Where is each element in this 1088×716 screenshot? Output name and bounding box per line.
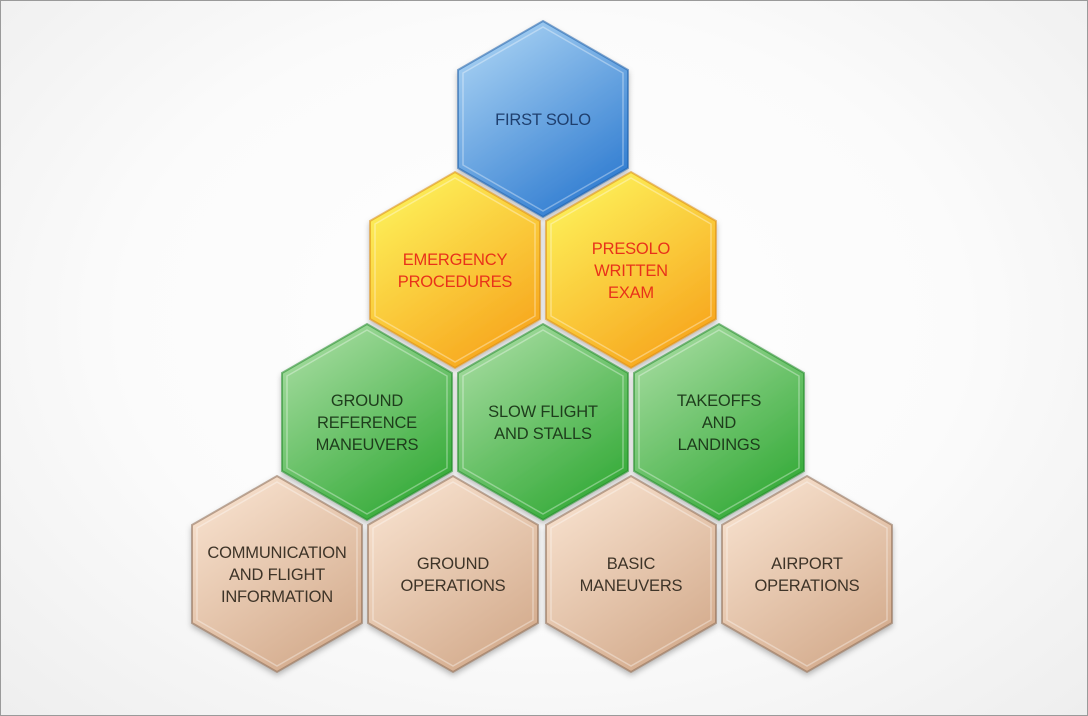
hexagon-highlight: [372, 481, 534, 667]
hexagon-label-line: AIRPORT: [771, 555, 843, 573]
hexagon-presolo-written-exam: PRESOLO WRITTEN EXAM: [545, 170, 717, 370]
hexagon-emergency-procedures: EMERGENCY PROCEDURES: [369, 170, 541, 370]
hexagon-label: EMERGENCY PROCEDURES: [398, 251, 513, 291]
hexagon-shape: [369, 170, 541, 370]
hexagon-label: FIRST SOLO: [495, 111, 591, 129]
hexagon-label-line: EXAM: [608, 284, 654, 302]
hexagon-highlight: [550, 177, 712, 363]
hexagon-highlight: [550, 481, 712, 667]
hexagon-label-line: MANEUVERS: [580, 577, 683, 595]
hexagon-label-line: GROUND: [331, 392, 403, 410]
hexagon-shape: [721, 474, 893, 674]
hexagon-label: AIRPORT OPERATIONS: [755, 555, 860, 595]
hexagon-communication-and-flight-information: COMMUNICATION AND FLIGHT INFORMATION: [191, 474, 363, 674]
hexagon-shape: [457, 19, 629, 219]
hexagon-label: COMMUNICATION AND FLIGHT INFORMATION: [207, 544, 346, 606]
hexagon-highlight: [462, 329, 624, 515]
hexagon-label-line: MANEUVERS: [316, 436, 419, 454]
hexagon-label-line: AND FLIGHT: [229, 566, 325, 584]
hexagon-label-line: COMMUNICATION: [207, 544, 346, 562]
hexagon-shape: [457, 322, 629, 522]
hexagon-highlight: [286, 329, 448, 515]
hexagon-shape: [367, 474, 539, 674]
hexagon-label-line: OPERATIONS: [755, 577, 860, 595]
hexagon-highlight: [374, 177, 536, 363]
hexagon-label-line: FIRST SOLO: [495, 111, 591, 129]
hexagon-basic-maneuvers: BASIC MANEUVERS: [545, 474, 717, 674]
hexagon-takeoffs-and-landings: TAKEOFFS AND LANDINGS: [633, 322, 805, 522]
hexagon-label-line: LANDINGS: [678, 436, 761, 454]
hexagon-highlight: [638, 329, 800, 515]
hexagon-label: SLOW FLIGHT AND STALLS: [488, 403, 598, 443]
hexagon-label-line: INFORMATION: [221, 588, 333, 606]
hexagon-slow-flight-and-stalls: SLOW FLIGHT AND STALLS: [457, 322, 629, 522]
hexagon-label-line: WRITTEN: [594, 262, 668, 280]
hexagon-label-line: GROUND: [417, 555, 489, 573]
hexagon-label-line: OPERATIONS: [401, 577, 506, 595]
hexagon-airport-operations: AIRPORT OPERATIONS: [721, 474, 893, 674]
hexagon-label: GROUND REFERENCE MANEUVERS: [316, 392, 419, 454]
hexagon-highlight: [462, 26, 624, 212]
hexagon-ground-reference-maneuvers: GROUND REFERENCE MANEUVERS: [281, 322, 453, 522]
hexagon-highlight: [726, 481, 888, 667]
hexagon-label-line: AND: [702, 414, 737, 432]
hexagon-shape: [281, 322, 453, 522]
hexagon-label-line: EMERGENCY: [403, 251, 508, 269]
hexagon-label-line: BASIC: [607, 555, 656, 573]
hexagon-label: BASIC MANEUVERS: [580, 555, 683, 595]
hexagon-shape: [633, 322, 805, 522]
hexagon-label: GROUND OPERATIONS: [401, 555, 506, 595]
hexagon-label: TAKEOFFS AND LANDINGS: [677, 392, 761, 454]
hexagon-ground-operations: GROUND OPERATIONS: [367, 474, 539, 674]
hexagon-highlight: [196, 481, 358, 667]
hexagon-label-line: TAKEOFFS: [677, 392, 761, 410]
hexagon-shape: [545, 170, 717, 370]
hexagon-shape: [545, 474, 717, 674]
hexagon-label-line: PRESOLO: [592, 240, 671, 258]
hexagon-shape: [191, 474, 363, 674]
hexagon-label-line: REFERENCE: [317, 414, 417, 432]
hexagon-label: PRESOLO WRITTEN EXAM: [592, 240, 671, 302]
hexagon-label-line: PROCEDURES: [398, 273, 513, 291]
hexagon-first-solo: FIRST SOLO: [457, 19, 629, 219]
hexagon-label-line: SLOW FLIGHT: [488, 403, 598, 421]
hexagon-label-line: AND STALLS: [494, 425, 592, 443]
